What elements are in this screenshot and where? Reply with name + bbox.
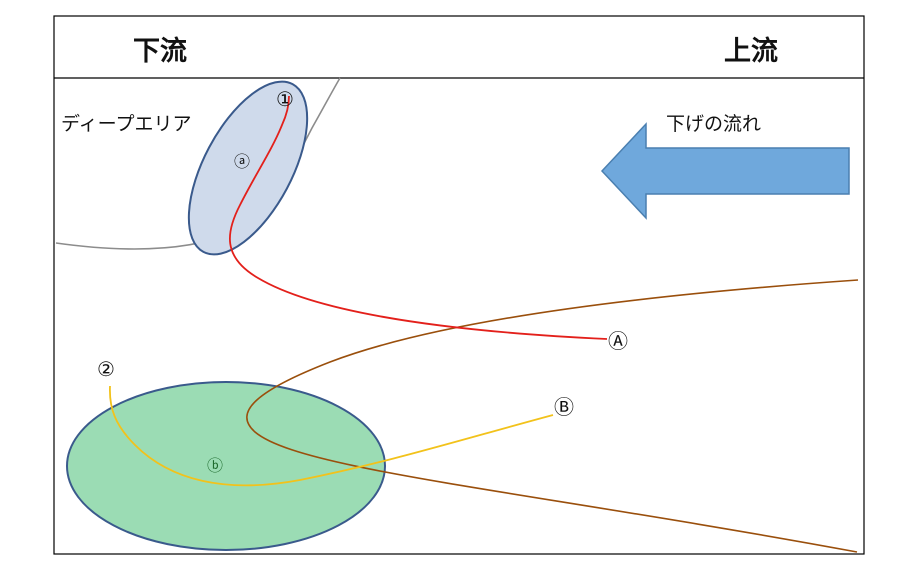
marker-point-b: ⓑ (207, 456, 223, 475)
downstream-label: 下流 (133, 36, 187, 67)
upstream-label: 上流 (724, 36, 778, 67)
deep-area-label: ディープエリア (61, 113, 192, 135)
shallow-zone (66, 381, 386, 551)
marker-point-A: Ⓐ (608, 329, 628, 353)
marker-point-a: ⓐ (234, 152, 250, 171)
channel-contour (246, 279, 859, 553)
marker-point-2: ② (97, 357, 115, 381)
deep-area-zone (187, 80, 309, 256)
drift-line-A (229, 95, 608, 340)
flow-direction-label: 下げの流れ (666, 113, 761, 135)
marker-point-1: ① (276, 87, 294, 111)
marker-point-B: Ⓑ (554, 395, 574, 419)
flow-arrow (600, 122, 850, 220)
drift-line-B (109, 385, 554, 487)
